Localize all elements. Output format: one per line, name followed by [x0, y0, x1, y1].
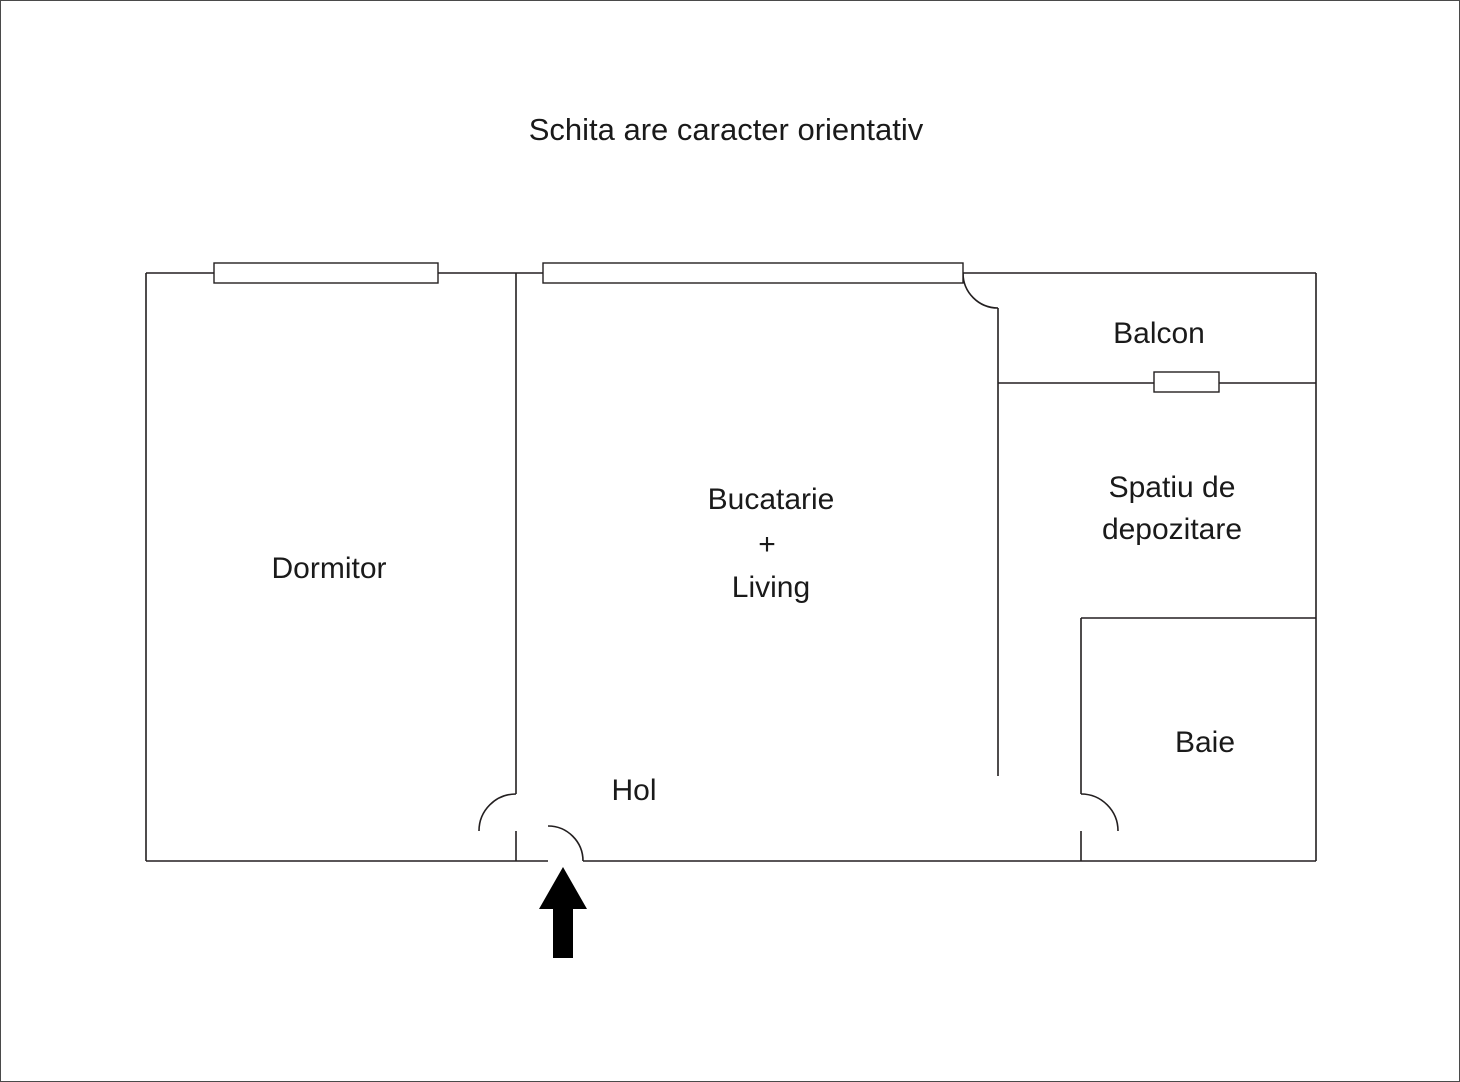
entrance-arrow-icon — [539, 867, 587, 958]
label-balcon: Balcon — [1113, 317, 1205, 350]
door-arc-balcon — [962, 272, 999, 309]
window-dormitor — [213, 262, 439, 284]
door-arc-baie — [1080, 793, 1119, 832]
label-bucatarie-line1: Bucatarie — [708, 483, 835, 516]
label-bucatarie-line2: + — [758, 528, 776, 561]
label-baie: Baie — [1175, 726, 1235, 759]
label-bucatarie-line3: Living — [732, 571, 810, 604]
label-hol: Hol — [611, 774, 656, 807]
label-dormitor: Dormitor — [271, 552, 386, 585]
window-living — [542, 262, 964, 284]
disclaimer-title: Schita are caracter orientativ — [529, 112, 924, 147]
window-balcon — [1153, 371, 1220, 393]
door-arc-dormitor — [478, 793, 517, 832]
door-arc-entrance — [547, 825, 584, 862]
label-depozitare-line1: Spatiu de — [1109, 471, 1236, 504]
label-depozitare-line2: depozitare — [1102, 513, 1242, 546]
